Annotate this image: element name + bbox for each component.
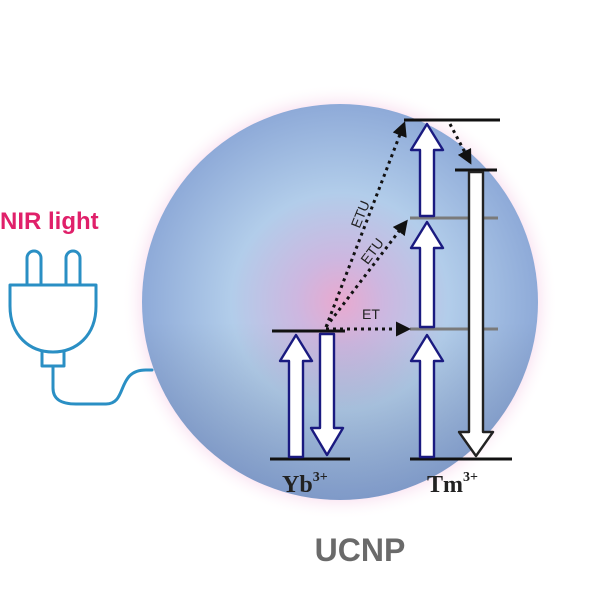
ucnp-label: UCNP xyxy=(315,532,406,568)
yb-ion-label: Yb3+ xyxy=(282,470,328,498)
electric-plug-icon xyxy=(8,249,154,406)
etu-arrow-upper xyxy=(324,121,407,328)
tm-ion-label: Tm3+ xyxy=(427,470,478,498)
yb-symbol: Yb xyxy=(282,472,313,498)
yb-emission-arrow xyxy=(309,332,345,457)
tm-symbol: Tm xyxy=(427,472,463,498)
sphere-shading xyxy=(142,104,538,500)
yb-charge: 3+ xyxy=(313,470,328,485)
et-label: ET xyxy=(362,306,380,322)
tm-up-arrow-3 xyxy=(409,122,445,218)
tm-up-arrow-2 xyxy=(409,220,445,329)
etu-arrow-lower xyxy=(324,219,408,328)
yb-absorption-arrow xyxy=(278,333,314,459)
relaxation-arrow xyxy=(448,123,472,165)
tm-up-arrow-1 xyxy=(409,333,445,459)
tm-charge: 3+ xyxy=(463,470,478,485)
tm-emission-arrow xyxy=(457,170,495,458)
nir-light-label: NIR light xyxy=(0,208,99,235)
